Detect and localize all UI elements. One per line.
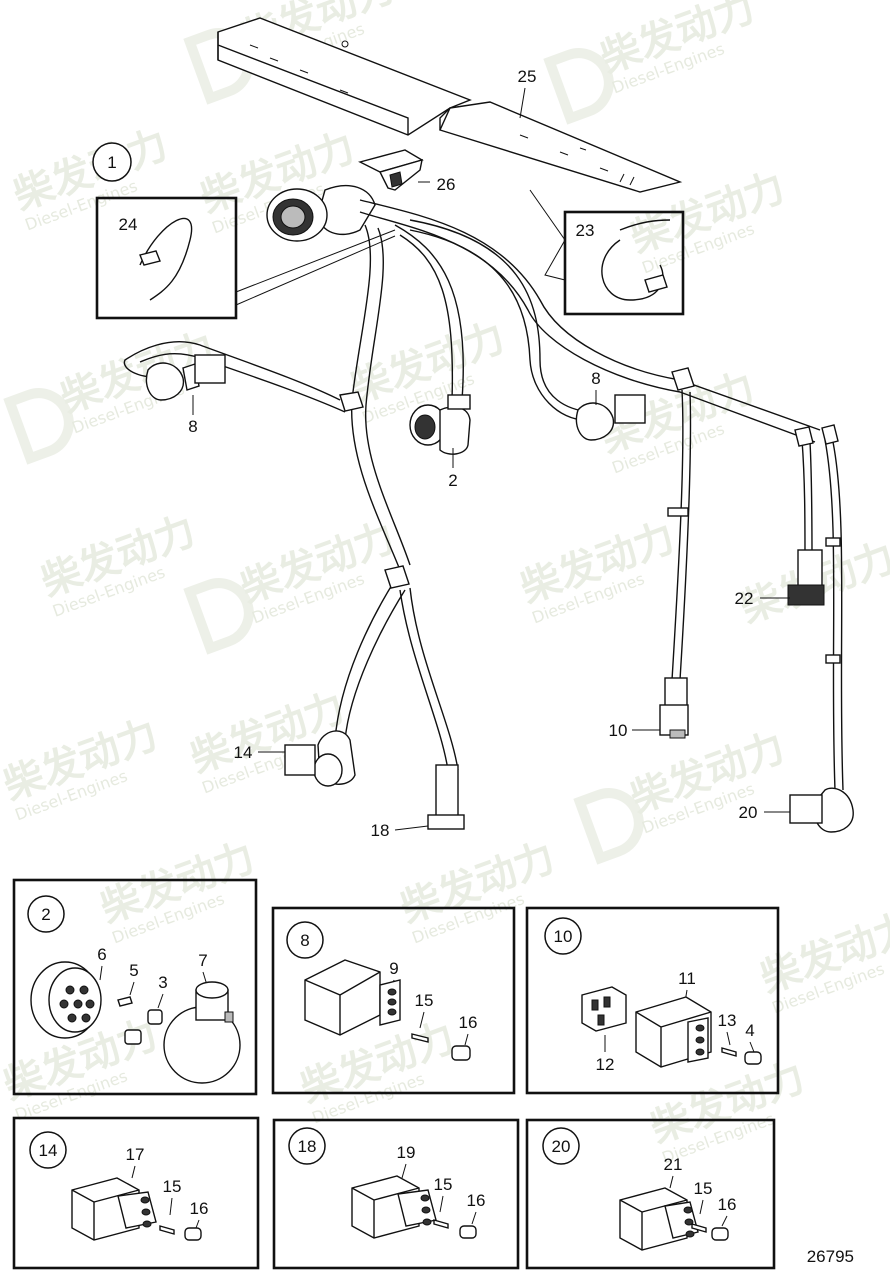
- box2-label-7: 7: [198, 951, 207, 970]
- clip-part-26: [358, 149, 430, 191]
- harness-connectors: [145, 354, 854, 833]
- box20-label-15: 15: [694, 1179, 713, 1198]
- box8-label-9: 9: [389, 959, 398, 978]
- box8-title: 8: [300, 931, 309, 950]
- label-10: 10: [609, 721, 628, 740]
- inset-tie-23: [529, 189, 685, 316]
- label-2: 2: [448, 471, 457, 490]
- box18-label-15: 15: [434, 1175, 453, 1194]
- box20-title: 20: [552, 1137, 571, 1156]
- label-24: 24: [119, 215, 138, 234]
- label-8-left: 8: [188, 417, 197, 436]
- inset-tie-24: [95, 196, 396, 320]
- box18-title: 18: [298, 1137, 317, 1156]
- box10-label-13: 13: [718, 1011, 737, 1030]
- box8-label-15: 15: [415, 991, 434, 1010]
- detail-box-18: 18 19 15 16: [272, 1118, 520, 1270]
- label-20: 20: [739, 803, 758, 822]
- box10-label-11: 11: [678, 969, 696, 988]
- detail-box-8: 8 9 15 16: [271, 906, 516, 1095]
- label-14: 14: [234, 743, 253, 762]
- box2-label-3: 3: [158, 973, 167, 992]
- box10-title: 10: [554, 927, 573, 946]
- label-22: 22: [735, 589, 754, 608]
- label-26: 26: [437, 175, 456, 194]
- box14-label-17: 17: [126, 1145, 145, 1164]
- detail-box-10: 10 11 13 4 12: [525, 906, 780, 1095]
- main-connector: [266, 184, 376, 242]
- harness-wiring: [123, 199, 844, 791]
- box18-label-16: 16: [467, 1191, 486, 1210]
- main-labels: 1 25 26 24 23 8 2 8 22 10 14 18 20: [92, 67, 790, 840]
- label-25: 25: [518, 67, 537, 86]
- detail-box-2: 2 6 5 3 7: [12, 878, 258, 1096]
- label-18: 18: [371, 821, 390, 840]
- box18-label-19: 19: [397, 1143, 416, 1162]
- label-8-right: 8: [591, 369, 600, 388]
- box10-label-12: 12: [596, 1055, 615, 1074]
- detail-box-14: 14 17 15 16: [12, 1116, 260, 1270]
- box8-label-16: 16: [459, 1013, 478, 1032]
- box14-label-15: 15: [163, 1177, 182, 1196]
- detail-box-20: 20 21 15 16: [525, 1118, 776, 1270]
- drawing-number: 26795: [807, 1247, 854, 1266]
- cover-plate-part-25: [217, 17, 683, 193]
- label-1: 1: [107, 153, 116, 172]
- box2-label-5: 5: [129, 961, 138, 980]
- box14-title: 14: [39, 1141, 58, 1160]
- box14-label-16: 16: [190, 1199, 209, 1218]
- box10-label-4: 4: [745, 1021, 754, 1040]
- label-23: 23: [576, 221, 595, 240]
- box2-title: 2: [41, 905, 50, 924]
- box2-label-6: 6: [97, 945, 106, 964]
- box20-label-16: 16: [718, 1195, 737, 1214]
- box20-label-21: 21: [664, 1155, 683, 1174]
